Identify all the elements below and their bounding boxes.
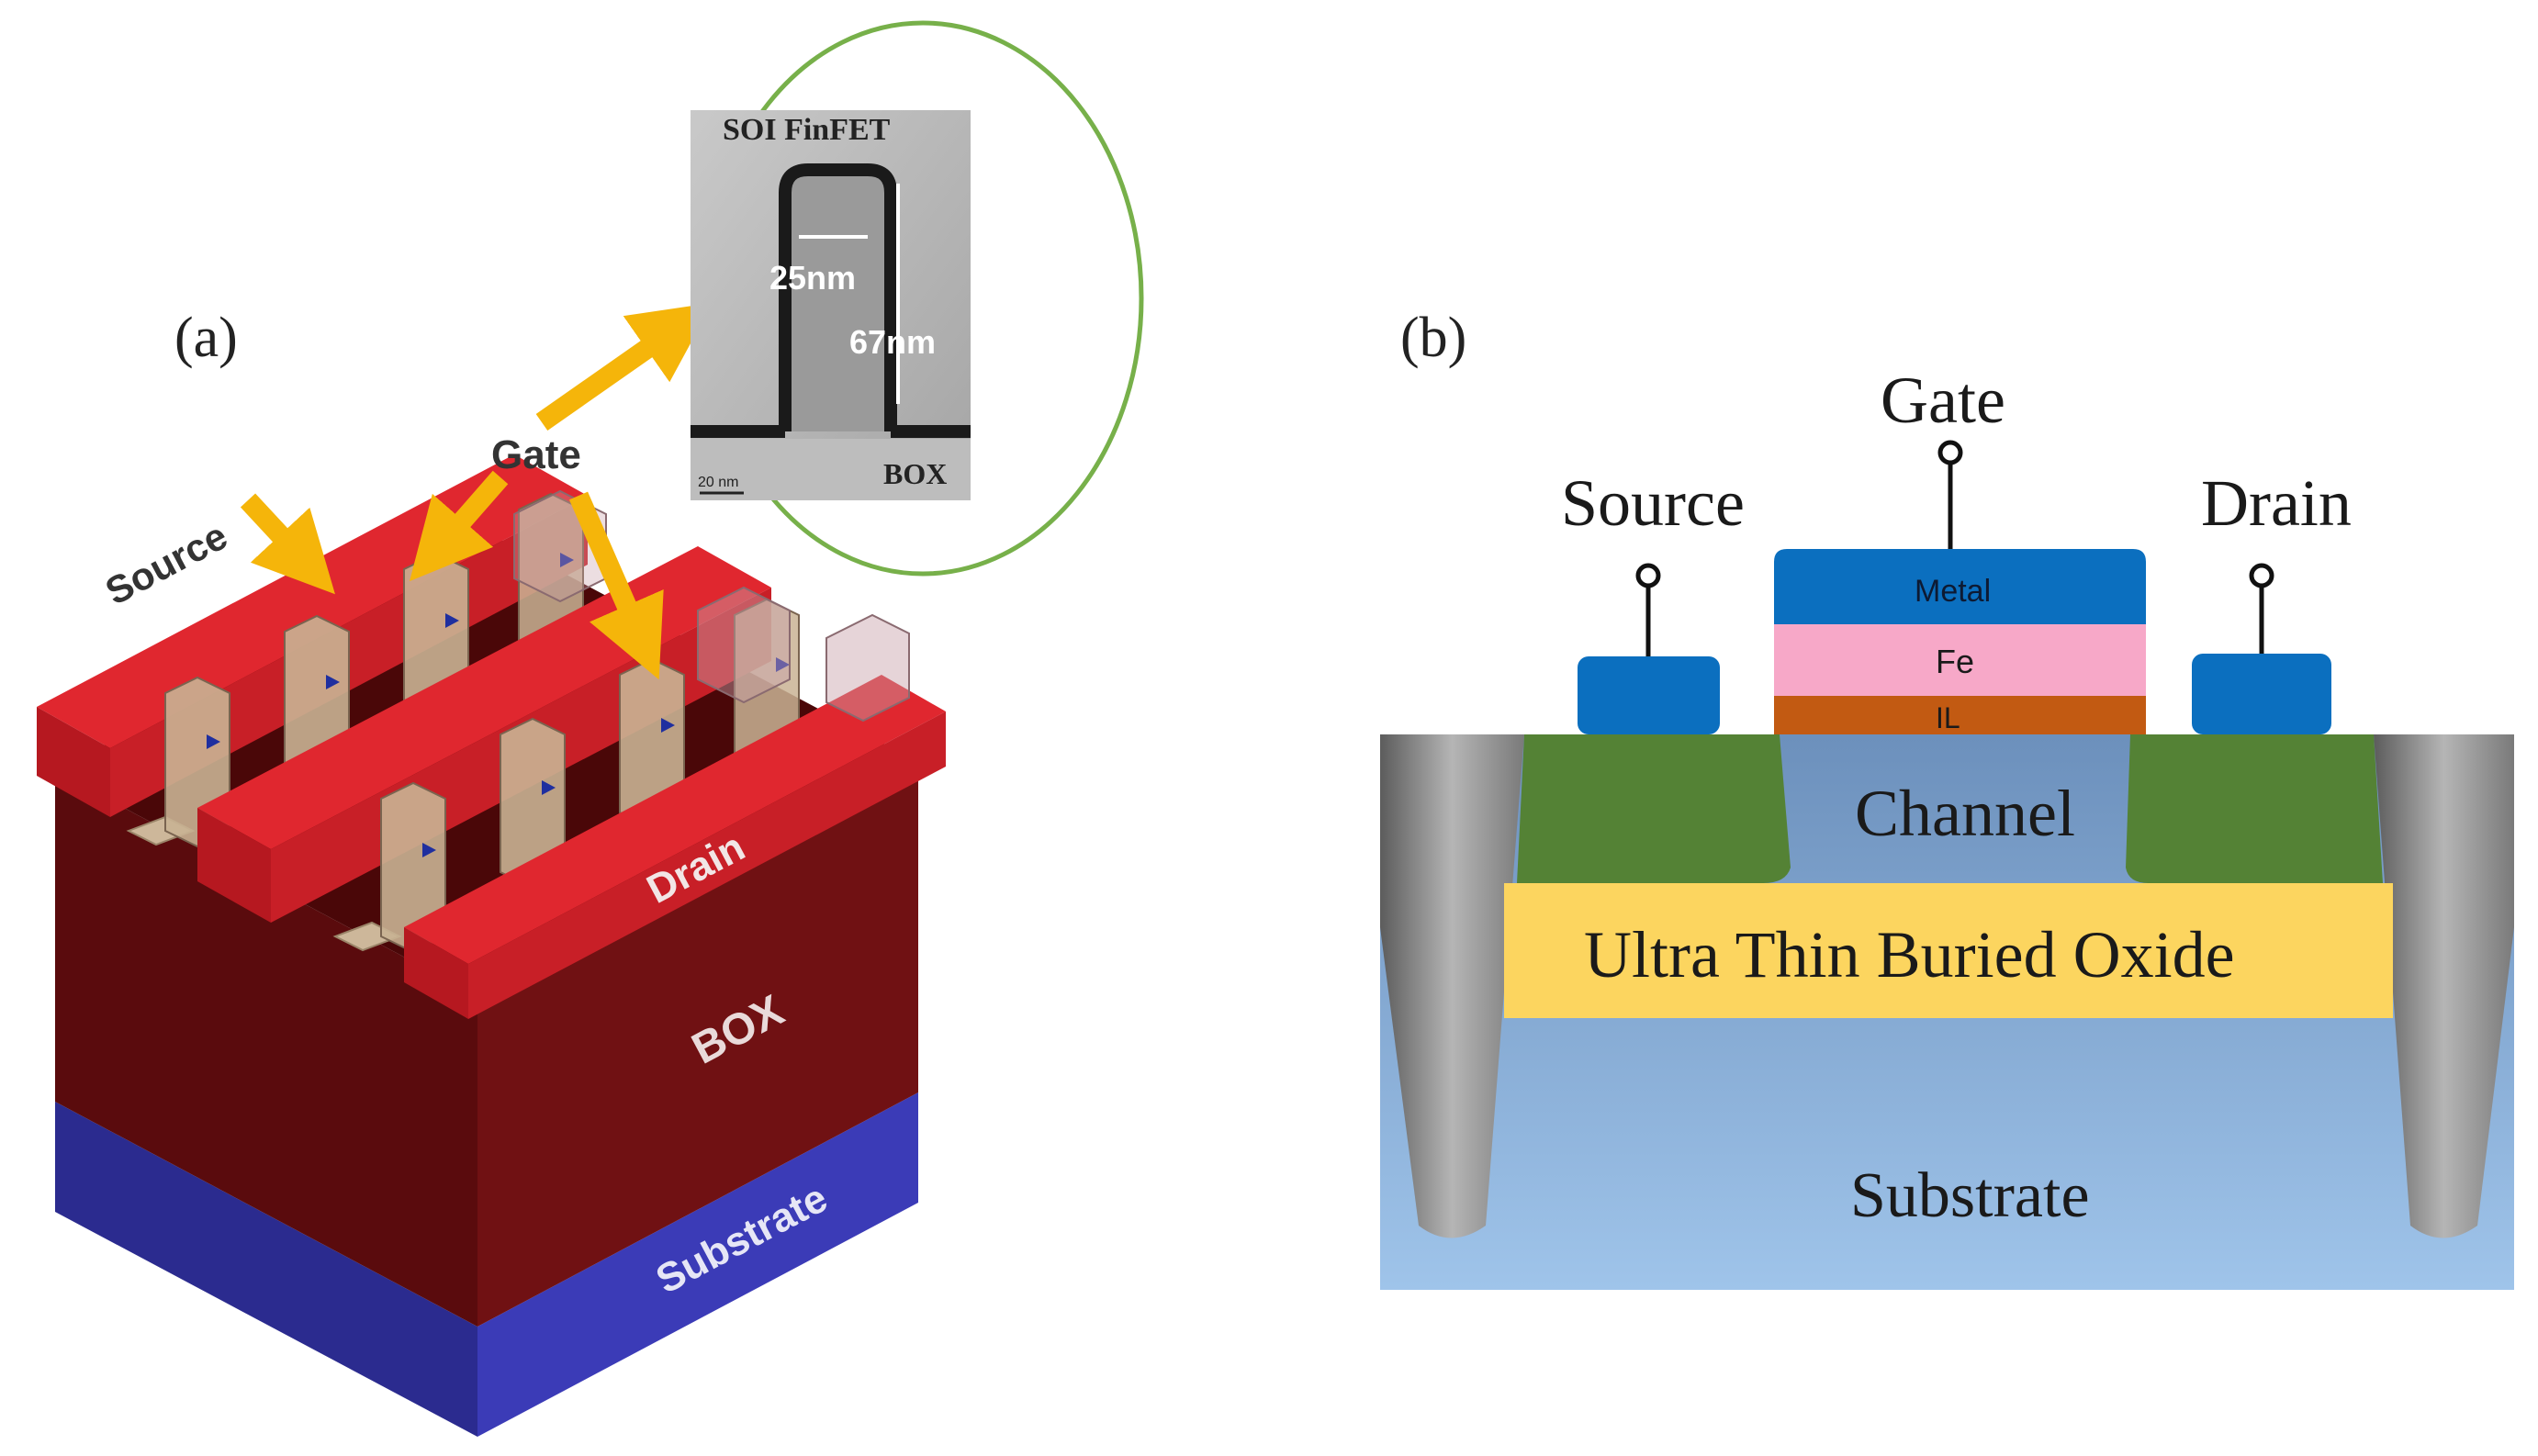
right-trench [2374,734,2514,1238]
terminals [1635,440,2274,656]
width-dimension-label: 25nm [769,259,856,297]
tem-inset: SOI FinFET 25nm 67nm BOX 20 nm [691,20,1144,577]
gate-label-a: Gate [491,432,581,477]
source-label-a: Source [98,514,234,613]
oxide-label: Ultra Thin Buried Oxide [1584,918,2235,991]
height-dimension-label: 67nm [849,323,936,361]
drain-contact [2192,654,2331,734]
substrate-label-b: Substrate [1850,1160,2090,1231]
inset-title: SOI FinFET [723,113,891,147]
box-block [55,762,918,1327]
drain-label-b: Drain [2201,466,2352,540]
substrate-block [55,1092,918,1437]
source-label-b: Source [1561,466,1745,540]
scale-bar-label: 20 nm [698,475,738,490]
il-layer [1774,696,2146,734]
drain-region [2126,734,2383,883]
metal-layer [1774,549,2146,624]
panel-a-label: (a) [174,307,238,369]
buried-oxide-layer [1504,883,2393,1018]
gate-label-b: Gate [1881,364,2005,437]
source-region [1517,734,1791,883]
source-contact [1578,656,1720,734]
panel-a: (a) [37,20,1144,1437]
panel-b-label: (b) [1400,307,1466,369]
panel-b: (b) Ultra Thin Buried Oxide Channel Subs… [1380,307,2514,1290]
inset-box-label: BOX [883,457,947,490]
gate-markers [207,553,790,857]
left-trench [1380,734,1524,1238]
il-label: IL [1936,701,1960,734]
gate-stack: Metal Fe IL [1774,549,2146,734]
fe-layer [1774,624,2146,696]
fins-row-2 [380,598,800,954]
channel-label: Channel [1855,777,2075,850]
metal-label: Metal [1915,574,1991,609]
fe-label: Fe [1936,643,1974,680]
annotation-arrows [240,302,713,680]
